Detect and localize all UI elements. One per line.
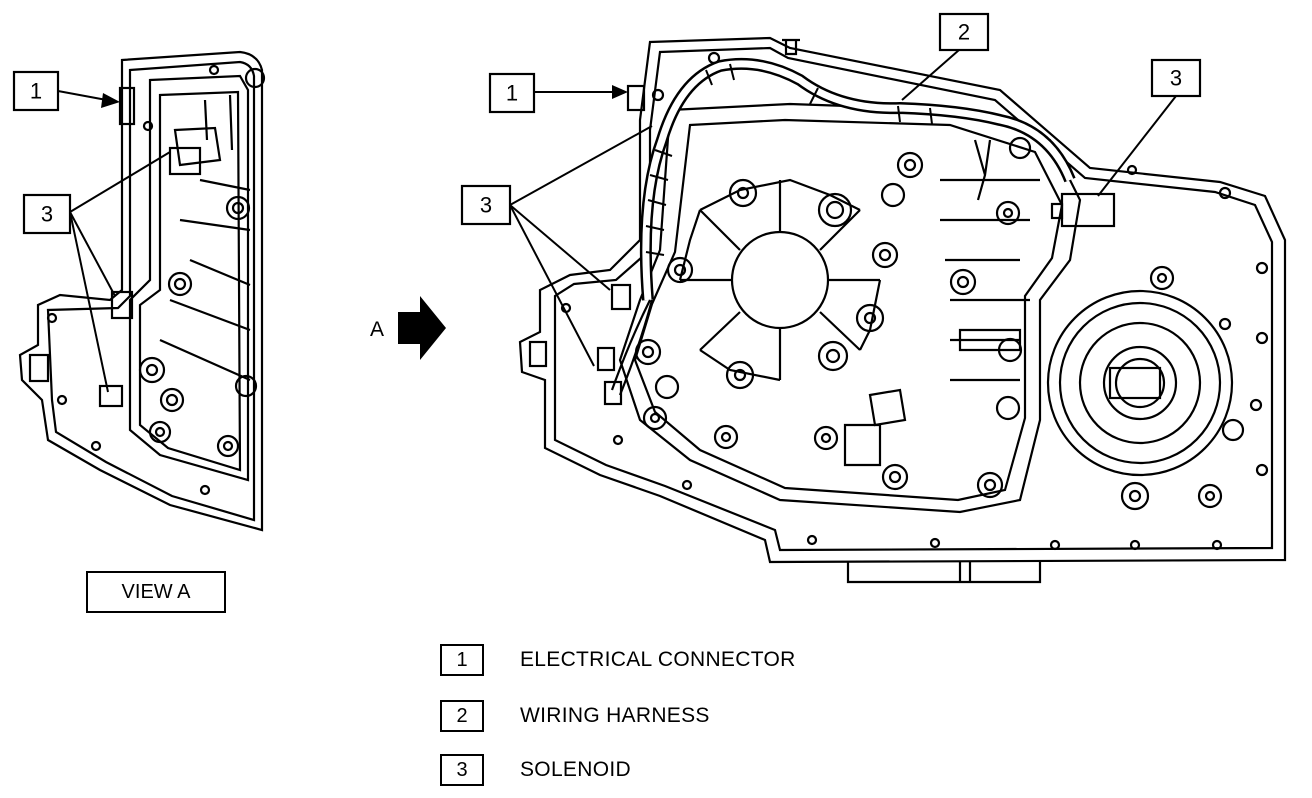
svg-text:3: 3 <box>41 202 53 227</box>
callout-3-left: 3 <box>22 193 72 235</box>
view-arrow-label: A <box>370 318 385 341</box>
callout-3-right-left: 3 <box>460 184 512 226</box>
legend-item-1: 1 ELECTRICAL CONNECTOR <box>440 642 796 678</box>
legend-number-box: 2 <box>440 700 484 732</box>
legend-item-3: 3 SOLENOID <box>440 752 631 788</box>
legend-number-box: 1 <box>440 644 484 676</box>
leader-lines <box>57 49 1177 393</box>
svg-text:3: 3 <box>1170 66 1182 91</box>
svg-text:2: 2 <box>958 20 970 45</box>
svg-text:3: 3 <box>480 193 492 218</box>
arrowheads <box>101 85 628 108</box>
main-transmission-illustration <box>518 36 1287 584</box>
view-direction-arrow <box>398 296 446 360</box>
legend-label: SOLENOID <box>520 758 631 781</box>
svg-text:1: 1 <box>30 79 42 104</box>
callout-boxes: 1 3 1 2 3 3 <box>12 12 1202 235</box>
legend-number-box: 3 <box>440 754 484 786</box>
legend-label: WIRING HARNESS <box>520 704 710 727</box>
callout-1-left: 1 <box>12 70 60 112</box>
view-a-label: VIEW A <box>86 571 226 613</box>
callout-2-right: 2 <box>938 12 990 52</box>
callout-3-right-top: 3 <box>1150 58 1202 98</box>
view-a-illustration <box>18 50 266 532</box>
legend-label: ELECTRICAL CONNECTOR <box>520 648 796 671</box>
svg-text:1: 1 <box>506 81 518 106</box>
legend-item-2: 2 WIRING HARNESS <box>440 698 710 734</box>
callout-1-right: 1 <box>488 72 536 114</box>
wiring-harness <box>610 57 1076 396</box>
